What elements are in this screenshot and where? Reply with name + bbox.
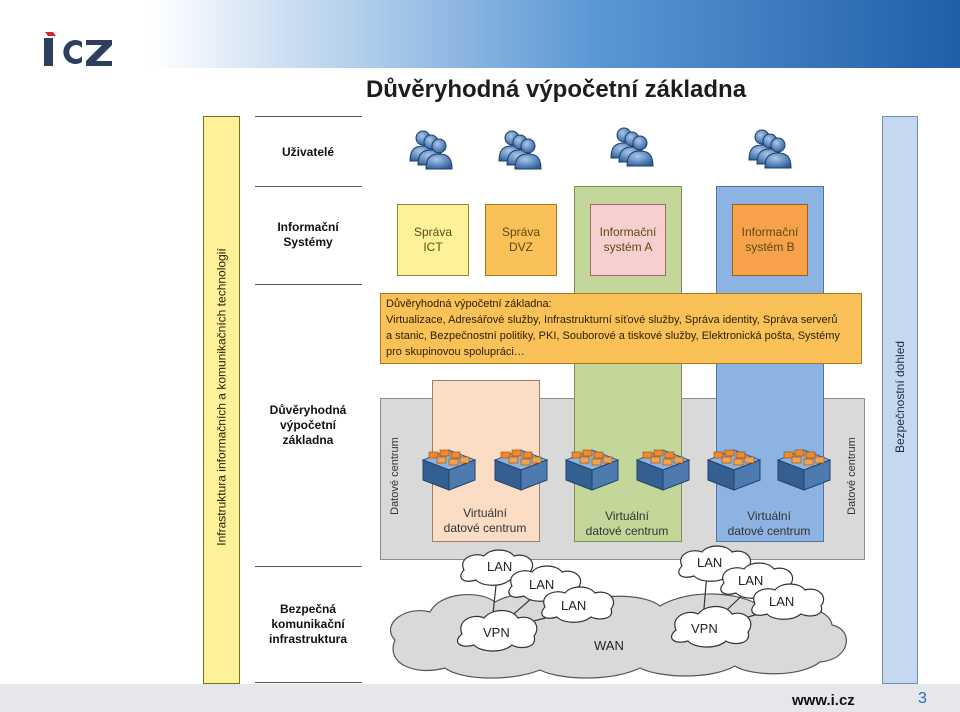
footer-bar — [0, 684, 960, 712]
users-icon — [611, 128, 653, 166]
server-icon — [422, 449, 476, 491]
server-icon — [707, 449, 761, 491]
security-monitoring-bar: Bezpečnostní dohled — [882, 116, 918, 684]
users-icon — [749, 130, 791, 168]
lan-label: LAN — [561, 598, 586, 613]
vpn-label: VPN — [691, 621, 718, 636]
row-separator — [255, 284, 362, 285]
header-banner — [150, 0, 960, 68]
lan-label: LAN — [738, 573, 763, 588]
wan-label: WAN — [594, 638, 624, 653]
row-separator — [255, 566, 362, 567]
row-separator — [255, 682, 362, 683]
infrastructure-bar: Infrastruktura informačních a komunikačn… — [203, 116, 240, 684]
vpn-label: VPN — [483, 625, 510, 640]
lan-label: LAN — [769, 594, 794, 609]
row-separator — [255, 116, 362, 117]
server-icon — [494, 449, 548, 491]
row-label-users: Uživatelé — [281, 145, 335, 159]
icz-logo — [44, 32, 112, 66]
users-icon — [410, 131, 452, 169]
page-number: 3 — [918, 690, 927, 707]
server-icon — [636, 449, 690, 491]
lan-cloud — [751, 583, 825, 620]
lan-label: LAN — [697, 555, 722, 570]
lan-cloud — [541, 586, 615, 623]
users-icon — [499, 131, 541, 169]
vpn-cloud — [457, 609, 538, 652]
footer-url[interactable]: www.i.cz — [792, 692, 855, 709]
vpn-cloud — [671, 605, 752, 648]
row-separator — [255, 186, 362, 187]
lan-label: LAN — [487, 559, 512, 574]
tvz-description-box: Důvěryhodná výpočetní základna: Virtuali… — [380, 293, 862, 364]
server-icon — [565, 449, 619, 491]
lan-label: LAN — [529, 577, 554, 592]
server-icon — [777, 449, 831, 491]
page-title: Důvěryhodná výpočetní základna — [365, 76, 747, 103]
